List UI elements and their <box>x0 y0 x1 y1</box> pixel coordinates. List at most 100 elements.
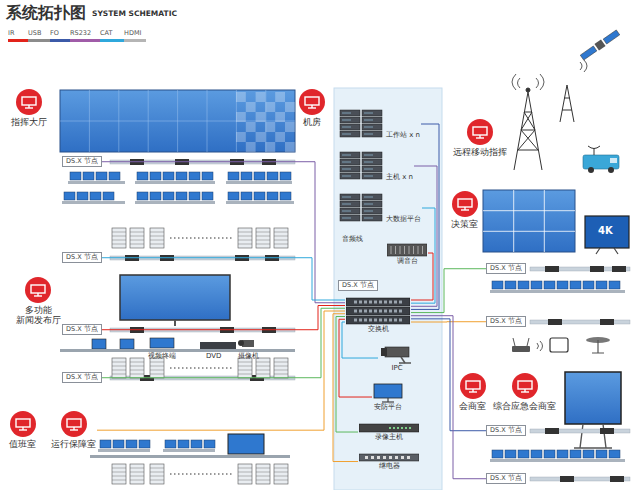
broadcast-van <box>583 146 619 173</box>
repeated-equipment-part <box>130 468 144 469</box>
device: 调音台 <box>386 240 428 266</box>
switch-symbol-part <box>354 301 357 304</box>
repeated-equipment-part <box>285 122 295 132</box>
switch-symbol-part <box>369 301 372 304</box>
repeated-equipment-part <box>238 240 252 241</box>
rack-symbol-part <box>340 110 360 116</box>
repeated-equipment-part <box>68 181 125 184</box>
repeated-equipment-part <box>112 240 126 241</box>
node-label: 主机 x n <box>386 173 413 181</box>
rack-symbol-part <box>342 169 351 170</box>
node-label: DS.X 节点 <box>66 254 98 261</box>
repeated-equipment-part <box>583 450 594 458</box>
room-name: 运行保障室 <box>51 439 96 449</box>
switch-symbol-part <box>369 310 372 313</box>
room-icon-circle <box>16 89 42 115</box>
repeated-equipment-part <box>228 192 239 200</box>
room-name: 值班室 <box>9 439 36 449</box>
switch-symbol <box>346 297 410 325</box>
dsx-node: DS.X 节点 <box>62 156 102 167</box>
repeated-equipment-part <box>238 366 252 367</box>
decision-room-wall-part <box>483 190 575 252</box>
repeated-equipment-part <box>112 468 126 469</box>
repeated-equipment-part <box>238 236 252 237</box>
connector <box>102 306 345 330</box>
repeated-equipment-part <box>238 464 252 484</box>
mixer-symbol-part <box>387 244 427 256</box>
rack-symbol <box>339 193 383 223</box>
repeated-equipment-part <box>130 236 144 237</box>
repeated-equipment-part <box>165 440 176 448</box>
dvr-symbol-part <box>389 427 391 429</box>
repeated-equipment-part <box>274 362 288 363</box>
repeated-equipment-part <box>112 362 126 363</box>
repeated-equipment-part <box>275 132 285 142</box>
satellite-part <box>580 46 597 60</box>
repeated-equipment-part <box>236 92 246 102</box>
repeated-equipment-part <box>241 172 252 180</box>
repeated-equipment-part <box>274 472 288 473</box>
repeated-equipment-part <box>202 192 213 200</box>
repeated-equipment-part <box>560 476 574 482</box>
consult-room-devices-part <box>537 341 543 351</box>
rack-symbol-part <box>342 176 351 177</box>
rack-symbol-part <box>342 211 351 212</box>
repeated-equipment-part <box>241 192 252 200</box>
repeated-equipment-part <box>274 468 288 469</box>
mixer-symbol <box>387 241 427 257</box>
consult-room-devices-part <box>592 340 604 353</box>
room-name: 指挥大厅 <box>11 117 47 127</box>
connector <box>102 162 345 303</box>
repeated-equipment-part <box>238 228 252 248</box>
repeated-equipment-part <box>285 142 295 152</box>
repeated-equipment-part <box>256 112 266 122</box>
rack-symbol-part <box>362 159 382 165</box>
rack-symbol-part <box>342 134 351 135</box>
repeated-equipment-part <box>256 472 270 473</box>
satellite-part <box>603 30 620 44</box>
repeated-equipment-part <box>163 449 215 452</box>
room-glyph-part <box>476 137 484 138</box>
room-icon: 会商室 <box>458 372 487 412</box>
rack-symbol-part <box>362 194 382 200</box>
repeated-equipment-part <box>596 281 607 289</box>
signal-waves-part <box>536 78 539 88</box>
relay-symbol-part <box>401 456 404 459</box>
repeated-equipment-part <box>150 228 164 248</box>
node-label: DS.X 节点 <box>66 158 98 165</box>
repeated-equipment-part <box>238 480 252 481</box>
news-hall-screen-part <box>60 349 295 352</box>
duty-room-desk-part <box>228 434 264 454</box>
switch-symbol-part <box>346 316 410 324</box>
dsx-node: DS.X 节点 <box>486 316 526 327</box>
text-label: 4K <box>598 225 613 236</box>
dvr-symbol <box>359 423 419 433</box>
node-label: 工作站 x n <box>386 131 420 139</box>
repeated-equipment-part <box>492 450 503 458</box>
repeated-equipment-part <box>609 450 620 458</box>
legend-text: IR <box>8 30 28 37</box>
rack-symbol-part <box>362 173 382 179</box>
repeated-equipment-part <box>246 122 256 132</box>
repeated-equipment-part <box>100 440 111 448</box>
rack-symbol-part <box>362 152 382 158</box>
repeated-equipment-part <box>112 480 126 481</box>
repeated-equipment-part <box>256 374 270 375</box>
rack-symbol-part <box>340 173 360 179</box>
repeated-equipment-part <box>274 358 288 378</box>
room-glyph-part <box>521 391 529 392</box>
repeated-equipment-part <box>130 232 144 233</box>
repeated-equipment-part <box>600 428 614 434</box>
repeated-equipment-part <box>275 92 285 102</box>
duty-room-desk <box>90 434 290 458</box>
repeated-equipment-part <box>62 201 125 204</box>
relay-symbol-part <box>389 456 392 459</box>
repeated-equipment-part <box>557 281 568 289</box>
relay-symbol <box>359 453 419 462</box>
room-icon-circle <box>10 411 36 437</box>
repeated-equipment-part <box>170 474 232 475</box>
repeated-equipment-part <box>280 172 291 180</box>
repeated-equipment-part <box>112 476 126 477</box>
decision-room-wall-part <box>513 190 514 252</box>
rack-symbol-part <box>342 113 351 114</box>
